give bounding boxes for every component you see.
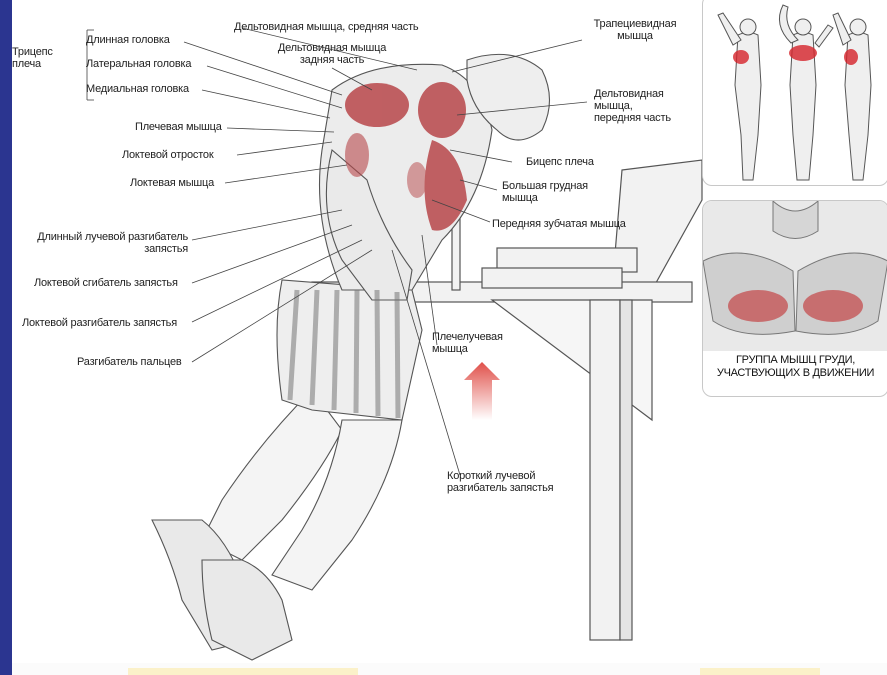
label-serratus-anterior: Передняя зубчатая мышца (492, 218, 626, 230)
label-triceps: Трицепс плеча (12, 46, 53, 70)
label-deltoid-anterior: Дельтовидная мышца, передняя часть (594, 88, 671, 124)
label-ext-carpi-radialis-brevis: Короткий лучевой разгибатель запястья (447, 470, 553, 494)
bottom-accent-left (128, 668, 358, 675)
label-olecranon: Локтевой отросток (122, 149, 213, 161)
chest-panel: ГРУППА МЫШЦ ГРУДИ, УЧАСТВУЮЩИХ В ДВИЖЕНИ… (702, 200, 887, 397)
label-brachioradialis: Плечелучевая мышца (432, 331, 503, 355)
label-trapezius: Трапециевидная мышца (585, 18, 685, 42)
label-ext-carpi-ulnaris: Локтевой разгибатель запястья (22, 317, 177, 329)
bottom-accent-right (700, 668, 820, 675)
triceps-muscle (345, 133, 369, 177)
label-flexor-carpi-ulnaris: Локтевой сгибатель запястья (34, 277, 178, 289)
upward-arrow-icon (464, 362, 500, 420)
label-brachialis: Плечевая мышца (135, 121, 222, 133)
label-ext-digitorum: Разгибатель пальцев (77, 356, 182, 368)
label-lateral-head: Латеральная головка (86, 58, 191, 70)
label-pectoralis-major: Большая грудная мышца (502, 180, 588, 204)
label-deltoid-posterior: Дельтовидная мышца задняя часть (262, 42, 402, 66)
figures-panel (702, 0, 887, 186)
serratus-muscle (407, 162, 427, 198)
label-deltoid-middle: Дельтовидная мышца, средняя часть (234, 21, 418, 33)
posterior-deltoid-muscle (345, 83, 409, 127)
three-figures-illustration (703, 0, 887, 185)
diagram-canvas: Трицепс плеча Длинная головка Латеральна… (12, 0, 887, 675)
chest-panel-caption: ГРУППА МЫШЦ ГРУДИ, УЧАСТВУЮЩИХ В ДВИЖЕНИ… (703, 354, 887, 380)
left-border-strip (0, 0, 12, 675)
label-biceps: Бицепс плеча (526, 156, 594, 168)
label-anconeus: Локтевая мышца (130, 177, 214, 189)
label-long-head: Длинная головка (86, 34, 170, 46)
chest-illustration (703, 201, 887, 351)
label-ext-carpi-radialis-longus: Длинный лучевой разгибатель запястья (12, 231, 188, 255)
label-medial-head: Медиальная головка (86, 83, 189, 95)
anterior-deltoid-muscle (418, 82, 466, 138)
